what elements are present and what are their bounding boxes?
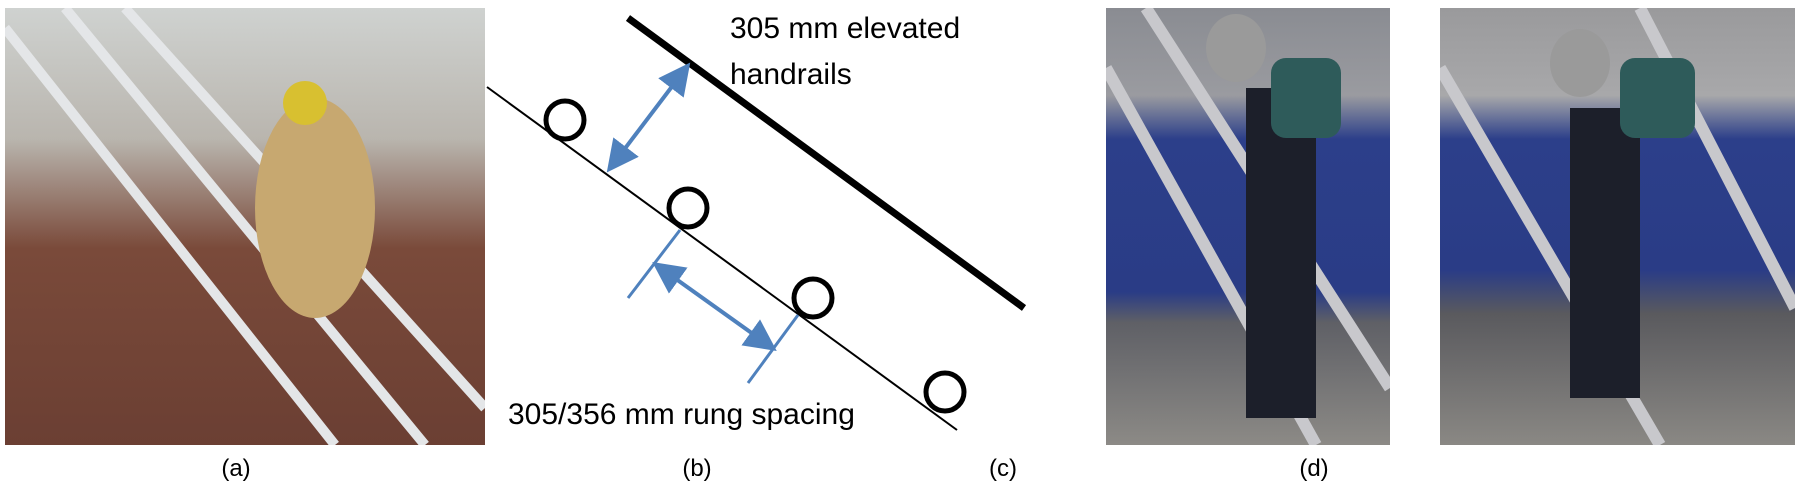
panel-label-b: (b) xyxy=(682,455,712,482)
rungs xyxy=(543,98,967,414)
rung-tick xyxy=(626,229,682,299)
rung xyxy=(543,98,587,142)
ladder-line xyxy=(486,86,958,431)
rung xyxy=(791,276,835,320)
rung-spacing-label: 305/356 mm rung spacing xyxy=(508,398,855,431)
panel-label-a: (a) xyxy=(221,455,251,482)
rung-spacing-arrow xyxy=(652,262,777,351)
rung-tick xyxy=(746,314,800,384)
rung xyxy=(666,186,710,230)
photo-subject-climbing-ladder-c xyxy=(1106,8,1390,445)
handrail-label-line2: handrails xyxy=(730,58,852,91)
handrail-line xyxy=(625,15,1027,311)
panel-label-d: (d) xyxy=(1299,455,1329,482)
handrail-height-arrow xyxy=(606,62,691,173)
photo-subject-climbing-ladder-d xyxy=(1440,8,1795,445)
panel-label-c: (c) xyxy=(989,455,1017,482)
photo-firefighter-on-aerial-ladder xyxy=(5,8,485,445)
handrail-label-line1: 305 mm elevated xyxy=(730,12,961,45)
rung xyxy=(923,370,967,414)
